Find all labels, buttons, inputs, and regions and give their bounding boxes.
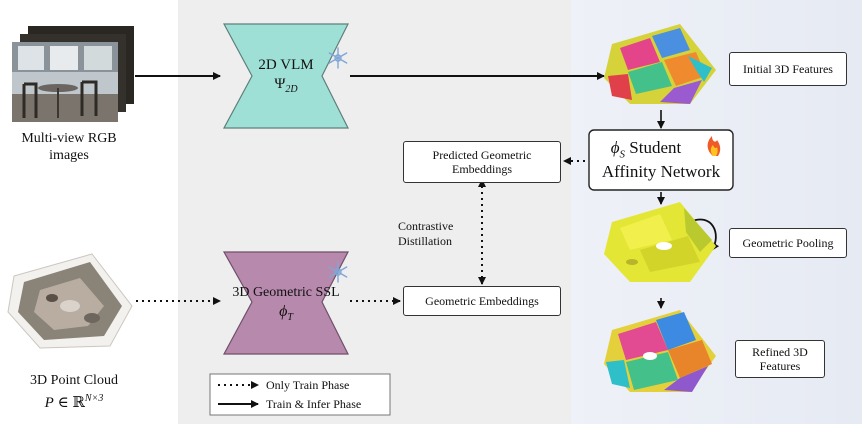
- refined-features-render: [604, 310, 716, 392]
- legend-train-only: Only Train Phase: [266, 378, 350, 392]
- contrastive-distillation-label: Contrastive Distillation: [398, 219, 454, 248]
- pooling-render: [604, 202, 716, 282]
- point-cloud-math: P ∈ ℝN×3: [44, 393, 104, 411]
- flame-icon: [707, 136, 721, 156]
- ssl-title: 3D Geometric SSL: [232, 285, 340, 300]
- initial-features-render: [604, 24, 716, 104]
- vlm-encoder-shape: [222, 23, 349, 129]
- vlm-title: 2D VLM: [258, 57, 314, 73]
- student-line2: Affinity Network: [601, 162, 721, 181]
- rgb-images-label: Multi-view RGB images: [21, 131, 117, 163]
- snowflake-icon: [328, 47, 348, 69]
- rgb-image-stack: [12, 26, 134, 122]
- legend-box: [209, 373, 391, 416]
- point-cloud-label: 3D Point Cloud: [30, 373, 118, 388]
- ssl-encoder-shape: [222, 251, 349, 355]
- geometric-embeddings-box: Geometric Embeddings: [403, 286, 561, 316]
- point-cloud-image: [7, 253, 133, 349]
- student-network-box: [588, 129, 734, 191]
- vlm-symbol: Ψ2D: [274, 76, 298, 95]
- legend-train-infer: Train & Infer Phase: [266, 397, 362, 411]
- predicted-embeddings-box: Predicted Geometric Embeddings: [403, 141, 561, 183]
- refined-features-box: Refined 3D Features: [735, 340, 825, 378]
- student-name: Student: [629, 138, 682, 157]
- initial-features-box: Initial 3D Features: [729, 52, 847, 86]
- middle-panel: [178, 0, 571, 424]
- snowflake-icon: [328, 261, 348, 283]
- ssl-symbol: ϕT: [279, 303, 293, 324]
- geometric-pooling-box: Geometric Pooling: [729, 228, 847, 258]
- student-line1: ϕS Student: [610, 138, 682, 161]
